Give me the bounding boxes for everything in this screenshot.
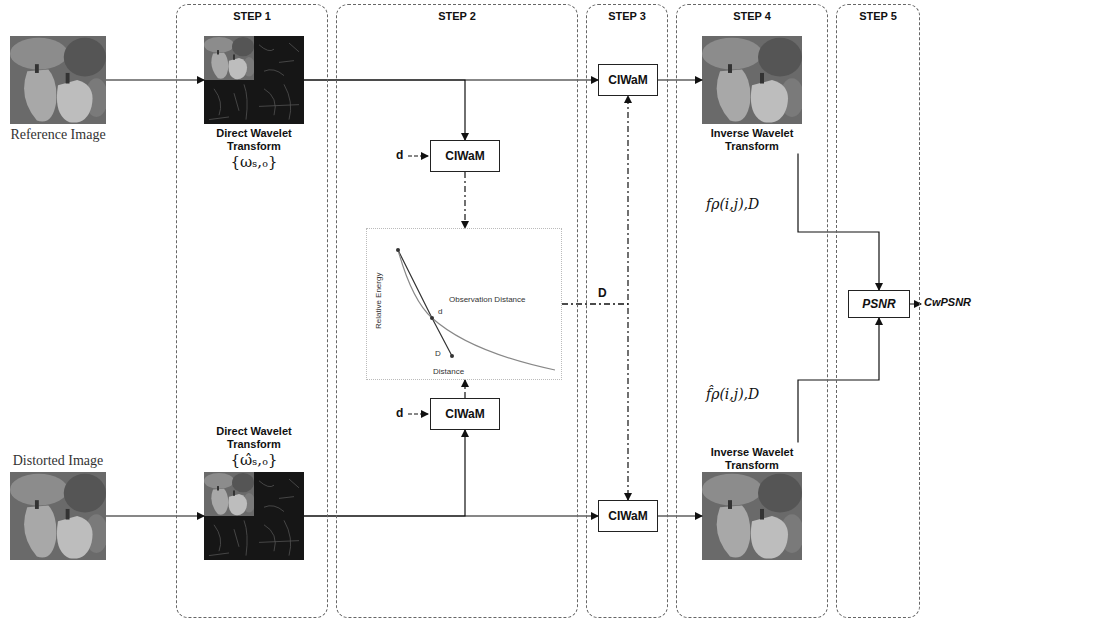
- input-arrow: [408, 156, 428, 157]
- node-text: CIWaM: [608, 73, 648, 87]
- flow-connector: [658, 79, 702, 80]
- energy-curve: [398, 250, 555, 370]
- wavelet-image: [204, 36, 304, 124]
- edge-label: f̂ρ(i,j),D: [704, 386, 761, 402]
- node-text: Direct Wavelet Transform: [204, 425, 304, 451]
- chart-text: Distance: [433, 367, 464, 377]
- process-box: CIWaM: [430, 140, 500, 172]
- step-heading: STEP 3: [587, 5, 667, 22]
- step-heading: STEP 1: [177, 5, 327, 22]
- process-box: PSNR: [848, 290, 910, 318]
- chart-text: D: [435, 349, 441, 359]
- flow-connector: [798, 153, 879, 290]
- process-box: CIWaM: [430, 398, 500, 430]
- process-box: CIWaM: [598, 64, 658, 96]
- node-text: Reference Image: [10, 127, 106, 143]
- reconstructed-image: [702, 36, 804, 124]
- chart-text: Observation Distance: [449, 295, 525, 305]
- energy-curve: [398, 250, 452, 356]
- flow-connector: [658, 515, 702, 516]
- energy-chart: Relative Energy Observation Distance dD Dis…: [366, 228, 562, 380]
- node-text: {ω̂ₛ,ₒ}: [204, 451, 304, 469]
- flow-connector: [562, 96, 628, 304]
- reference-image: [10, 36, 108, 124]
- step-heading: STEP 5: [837, 5, 919, 22]
- transform-node: Inverse Wavelet Transform: [702, 36, 802, 153]
- flow-connector: [464, 172, 465, 228]
- wavelet-image: [204, 472, 304, 560]
- distorted-image: [10, 472, 108, 560]
- flow-connector: [562, 304, 628, 500]
- edge-label: fρ(i,j),D: [704, 196, 761, 212]
- transform-node: Direct Wavelet Transform{ωₛ,ₒ}: [204, 36, 304, 174]
- flow-connector: [304, 430, 465, 516]
- reconstructed-image: [702, 472, 804, 560]
- curve-point: [430, 316, 434, 320]
- flow-connector: [304, 80, 465, 140]
- node-text: CIWaM: [608, 509, 648, 523]
- node-text: CIWaM: [445, 149, 485, 163]
- input-arrow: [408, 414, 428, 415]
- step-panel: STEP 5 PSNR: [836, 4, 920, 618]
- distance-input: d: [394, 406, 405, 420]
- node-text: {ωₛ,ₒ}: [204, 153, 304, 171]
- curve-point: [396, 248, 400, 252]
- node-text: Inverse Wavelet Transform: [702, 127, 802, 153]
- edge-label: D: [596, 286, 609, 300]
- node-text: Inverse Wavelet Transform: [702, 446, 802, 472]
- transform-node: Direct Wavelet Transform{ω̂ₛ,ₒ}: [204, 422, 304, 560]
- process-box: CIWaM: [598, 500, 658, 532]
- node-text: Distorted Image: [10, 453, 106, 469]
- node-text: PSNR: [862, 297, 895, 311]
- step-heading: STEP 4: [677, 5, 827, 22]
- node-text: Direct Wavelet Transform: [204, 127, 304, 153]
- chart-text: Relative Energy: [374, 273, 384, 329]
- distance-input: d: [394, 148, 405, 162]
- chart-text: d: [438, 307, 442, 317]
- transform-node: Inverse Wavelet Transform: [702, 443, 802, 560]
- image-node: Reference Image: [10, 36, 106, 146]
- step-panel: STEP 2 CIWaM Relative Energy Observation Di…: [336, 4, 578, 618]
- step-panel: STEP 1Direct Wavelet Transform{ωₛ,ₒ}Dire…: [176, 4, 328, 618]
- flow-connector: [798, 318, 879, 443]
- flow-connector: [464, 380, 465, 398]
- output-label: CwPSNR: [922, 296, 973, 308]
- curve-point: [450, 354, 454, 358]
- node-text: CIWaM: [445, 407, 485, 421]
- step-heading: STEP 2: [337, 5, 577, 22]
- flow-connector: [106, 515, 204, 516]
- step-panel: STEP 3 CIWaM CIWaM: [586, 4, 668, 618]
- step-panel: STEP 4Inverse Wavelet TransformInverse W…: [676, 4, 828, 618]
- flow-connector: [106, 79, 204, 80]
- image-node: Distorted Image: [10, 450, 106, 560]
